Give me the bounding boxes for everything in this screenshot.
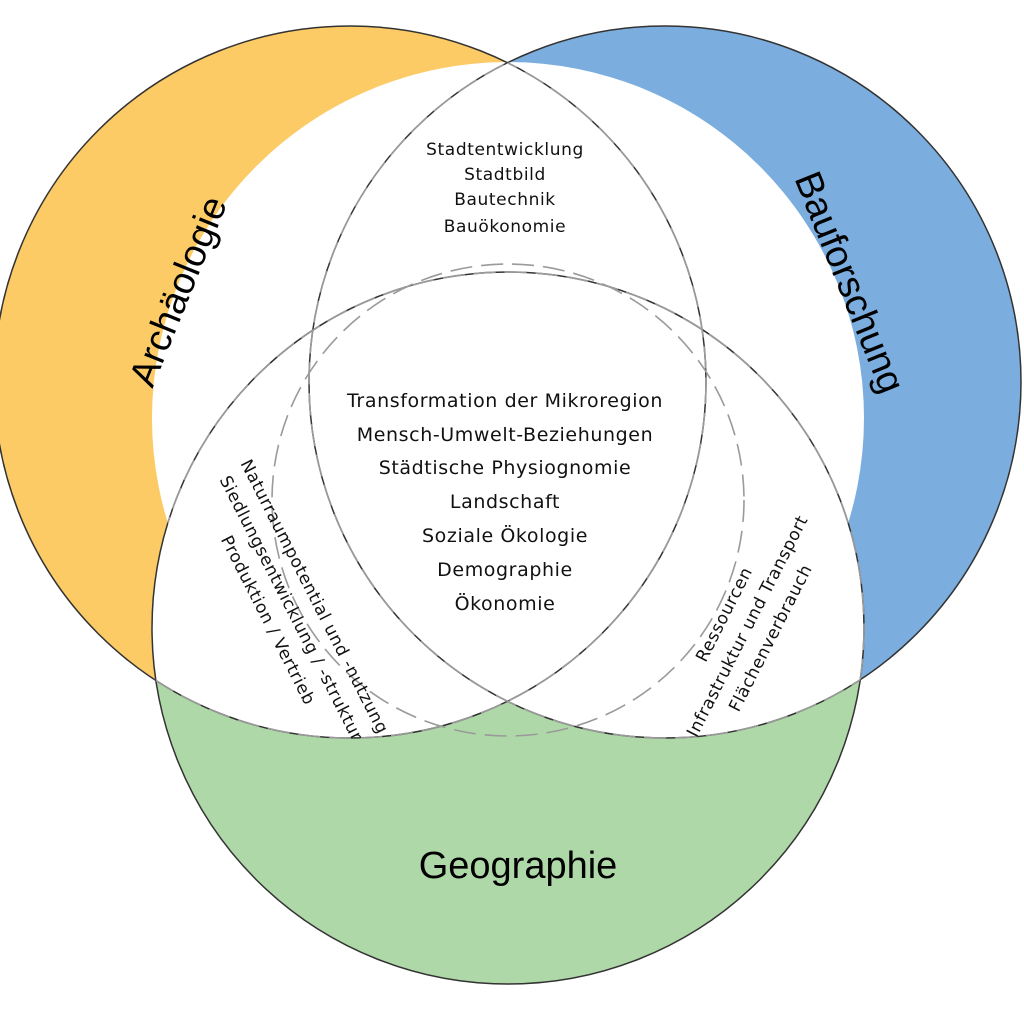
overlap-item: Stadtentwicklung [426,140,584,160]
center-item: Mensch-Umwelt-Beziehungen [357,424,654,446]
overlap-item: Stadtbild [464,165,546,185]
center-item: Landschaft [450,491,560,513]
dashed-boundaries [152,26,865,774]
overlap-archaeology-building: Stadtentwicklung Stadtbild Bautechnik Ba… [426,140,584,237]
overlap-center: Transformation der Mikroregion Mensch-Um… [346,390,663,615]
center-item: Transformation der Mikroregion [346,390,663,412]
overlap-item: Bauökonomie [444,217,566,237]
geography-label: Geographie [419,845,618,887]
center-item: Städtische Physiognomie [379,457,632,479]
overlap-item: Bautechnik [454,190,555,210]
center-dashed-circle [271,263,745,737]
center-item: Soziale Ökologie [422,524,588,547]
center-item: Ökonomie [455,592,556,615]
center-item: Demographie [437,559,573,581]
